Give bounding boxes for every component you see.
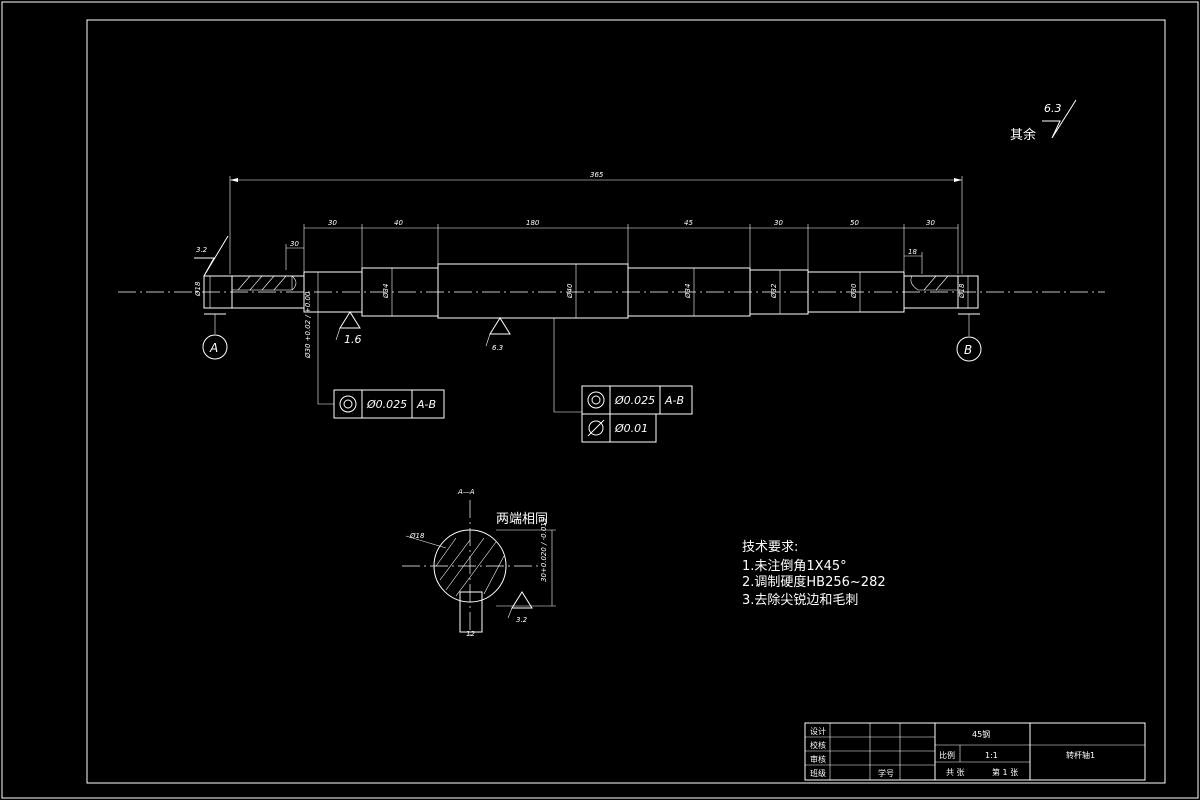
segment-dim-5: 30 <box>774 219 783 227</box>
datum-b-label: B <box>964 343 972 357</box>
diameter-label-7: Ø18 <box>958 283 966 299</box>
right-keyway <box>910 275 959 291</box>
tolerance-right-second-value: Ø0.01 <box>614 422 648 435</box>
overall-length-label: 365 <box>590 171 604 179</box>
keyway-length-dimensions: 30 18 <box>285 240 923 274</box>
shaft-middle-section <box>437 263 629 319</box>
section-keyway <box>459 591 483 633</box>
roughness-journal: 1.6 <box>335 311 362 346</box>
diameter-label-2: Ø34 <box>382 284 390 299</box>
diameter-dimensions: Ø18 Ø34 Ø40 Ø34 Ø32 Ø30 Ø18 Ø30 +0.02 / … <box>194 264 969 359</box>
inner-border <box>86 19 1166 784</box>
left-key-length-label: 30 <box>290 240 299 248</box>
section-circle <box>433 529 507 603</box>
section-label: A—A <box>457 488 475 496</box>
coaxiality-icon <box>587 391 605 409</box>
overall-length-dimension: 365 <box>229 171 963 274</box>
title-scale-label: 比例 <box>939 750 955 760</box>
roughness-middle-value: 6.3 <box>492 344 503 352</box>
title-review: 审核 <box>810 754 826 764</box>
tolerance-left-value: Ø0.025 <box>366 398 407 411</box>
segment-dimensions: 30 40 180 45 30 50 30 <box>303 219 959 274</box>
diameter-label-4: Ø34 <box>684 284 692 299</box>
segment-dim-4: 45 <box>684 219 693 227</box>
roughness-left-end-value: 3.2 <box>196 246 208 254</box>
diameter-label-1: Ø18 <box>194 281 202 297</box>
diameter-label-3: Ø40 <box>566 283 574 299</box>
roughness-remainder-label: 其余 <box>1010 127 1036 143</box>
tolerance-frame-left: Ø0.025 A-B <box>317 312 445 419</box>
roughness-left-end: 3.2 <box>194 235 229 277</box>
cylindricity-icon <box>588 420 604 436</box>
tolerance-label: Ø30 +0.02 / +0.00 <box>304 291 312 359</box>
shaft-profile <box>203 263 979 319</box>
title-student-id: 学号 <box>878 768 894 778</box>
title-block: 设计 校核 审核 班级 学号 45钢 比例 1:1 转杆轴1 共 张 第 1 张 <box>804 722 1146 781</box>
section-roughness: 3.2 <box>516 616 528 624</box>
title-material: 45钢 <box>972 729 990 739</box>
roughness-remainder-value: 6.3 <box>1044 102 1062 115</box>
title-check: 校核 <box>810 740 826 750</box>
section-view: A—A 两端相同 Ø18 30+0.020 / -0.015 12 3.2 <box>402 488 556 640</box>
tech-item-3: 3.去除尖锐边和毛刺 <box>742 593 858 608</box>
segment-dim-2: 40 <box>394 219 403 227</box>
title-class: 班级 <box>810 768 826 778</box>
roughness-middle: 6.3 <box>485 317 511 352</box>
coaxiality-icon <box>339 395 357 413</box>
segment-dim-1: 30 <box>328 219 337 227</box>
section-key-width: 12 <box>466 630 475 638</box>
title-sheets: 共 张 <box>946 768 965 777</box>
title-design: 设计 <box>810 726 826 736</box>
title-scale-value: 1:1 <box>985 751 998 760</box>
tolerance-left-datum: A-B <box>416 398 436 411</box>
right-key-length-label: 18 <box>908 248 917 256</box>
roughness-remainder: 其余 6.3 <box>1010 99 1077 143</box>
technical-requirements: 技术要求: 1.未注倒角1X45° 2.调制硬度HB256~282 3.去除尖锐… <box>742 540 886 608</box>
tolerance-right-datum: A-B <box>664 394 684 407</box>
section-diameter: Ø18 <box>409 532 425 540</box>
roughness-remainder-symbol <box>1042 99 1077 139</box>
datum-b: B <box>956 313 982 362</box>
datum-a-label: A <box>209 341 218 355</box>
tech-item-2: 2.调制硬度HB256~282 <box>742 574 886 590</box>
segment-dim-7: 30 <box>926 219 935 227</box>
tech-title: 技术要求: <box>742 540 798 555</box>
tolerance-frame-right: Ø0.025 A-B Ø0.01 <box>553 318 693 443</box>
title-part-name: 转杆轴1 <box>1066 750 1095 760</box>
diameter-label-6: Ø30 <box>850 283 858 299</box>
left-keyway <box>231 275 293 291</box>
datum-a: A <box>202 313 228 360</box>
tech-item-1: 1.未注倒角1X45° <box>742 559 847 574</box>
diameter-label-5: Ø32 <box>770 283 778 299</box>
tolerance-right-value: Ø0.025 <box>614 394 655 407</box>
section-depth: 30+0.020 / -0.015 <box>540 517 548 582</box>
segment-dim-3: 180 <box>526 219 540 227</box>
roughness-journal-value: 1.6 <box>344 333 362 346</box>
title-sheet-no: 第 1 张 <box>992 767 1018 777</box>
section-note: 两端相同 <box>496 512 548 527</box>
segment-dim-6: 50 <box>850 219 859 227</box>
